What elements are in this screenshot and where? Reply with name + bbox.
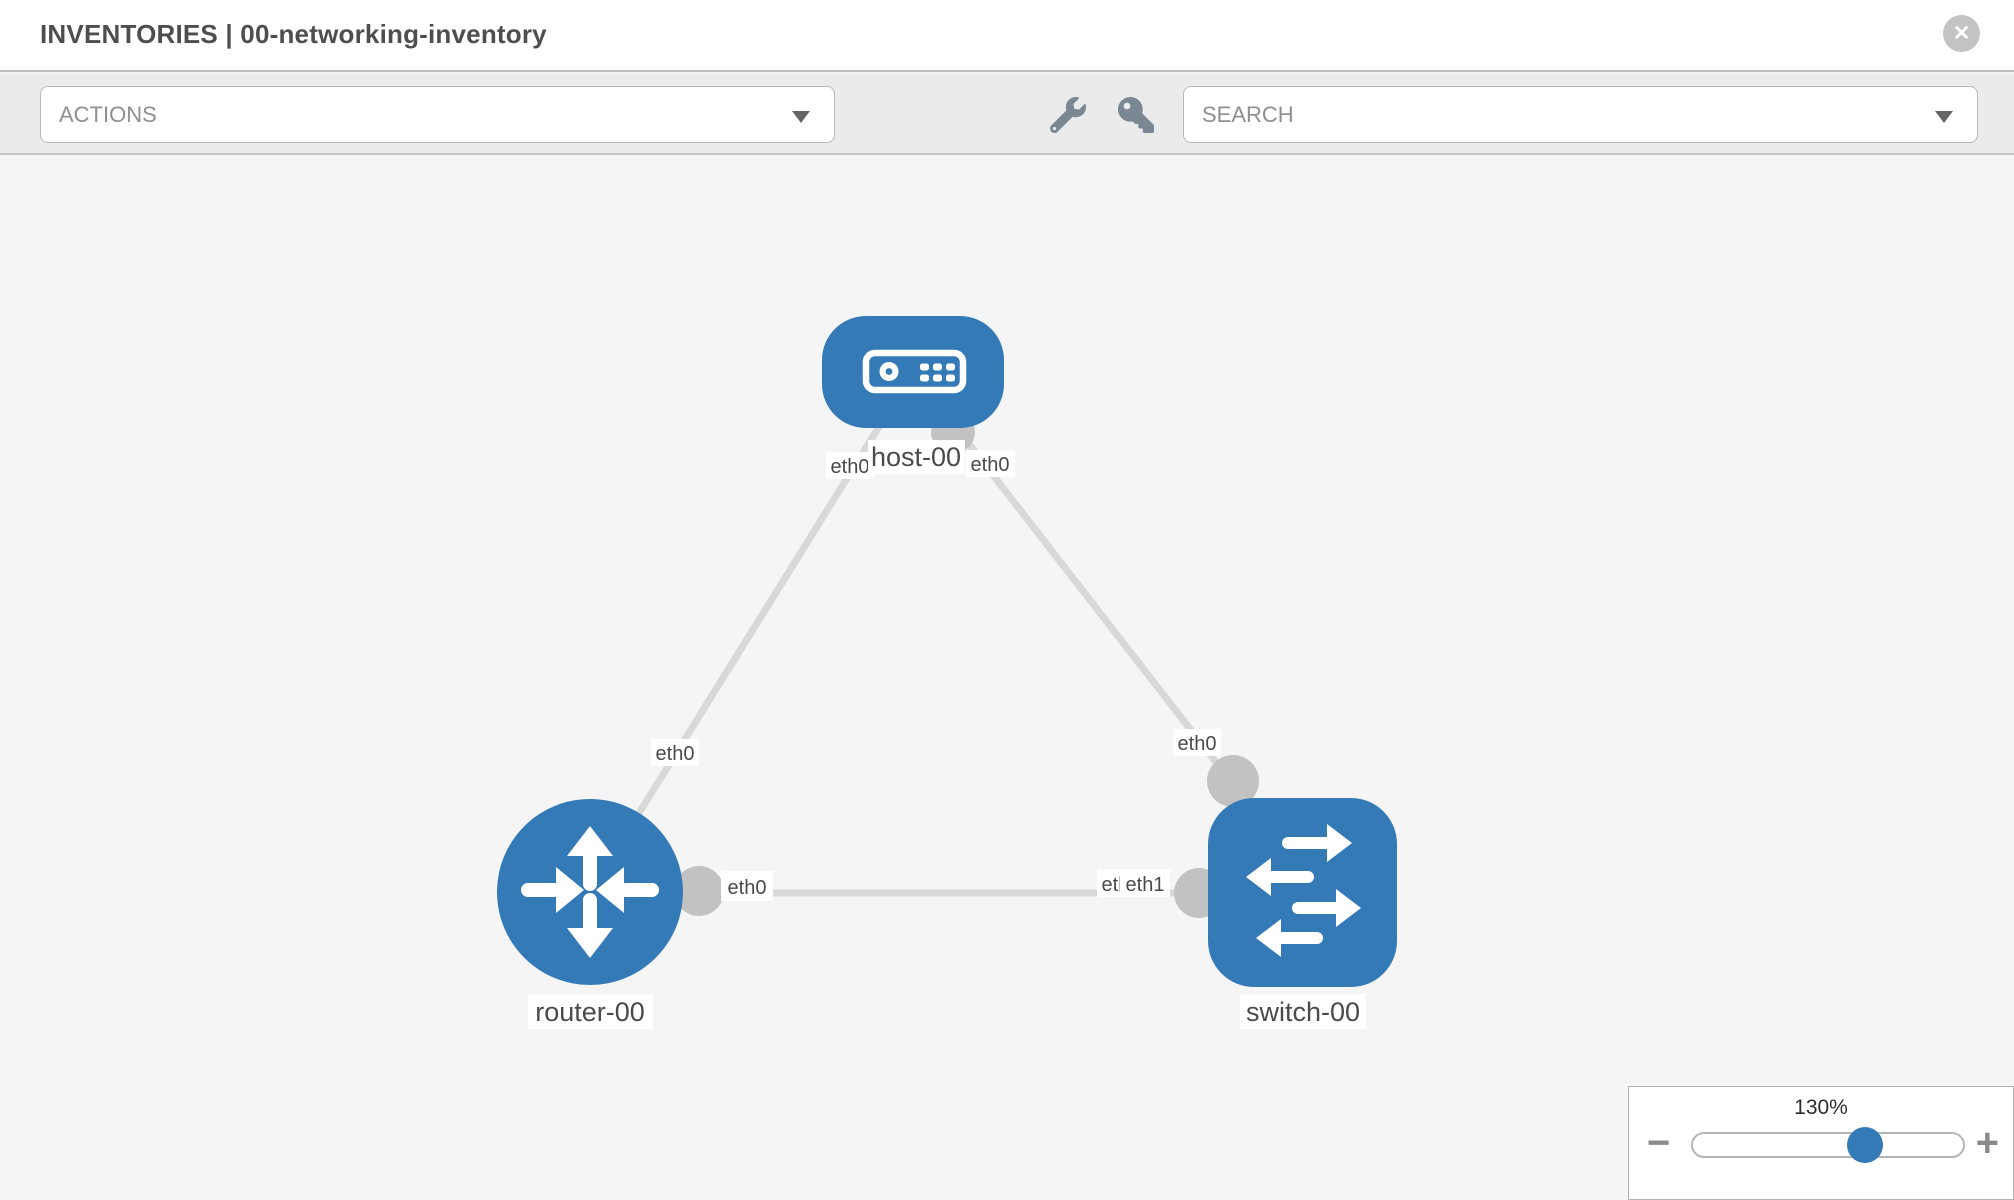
if-chip bbox=[1120, 869, 1170, 897]
node-labels: host-00 router-00 switch-00 bbox=[528, 440, 1366, 1029]
if-chip bbox=[1173, 729, 1221, 756]
interface-dot-switch-top bbox=[1207, 755, 1259, 807]
search-dropdown-label: SEARCH bbox=[1202, 101, 1294, 127]
node-label-chip bbox=[868, 440, 965, 474]
close-icon: ✕ bbox=[1952, 22, 1971, 45]
node-label-chip bbox=[1240, 994, 1366, 1029]
chevron-down-icon bbox=[792, 111, 810, 123]
if-chip bbox=[966, 450, 1015, 477]
host-icon bbox=[862, 349, 967, 394]
interface-labels: eth0 eth0 eth0 eth0 eth0 eth0 eth1 bbox=[651, 450, 1221, 901]
minus-icon: − bbox=[1647, 1121, 1671, 1165]
zoom-slider[interactable] bbox=[1691, 1127, 1965, 1163]
zoom-level-label: 130% bbox=[1794, 1096, 1848, 1119]
toolbar: ACTIONS SEARCH bbox=[0, 74, 2014, 155]
zoom-slider-handle[interactable] bbox=[1847, 1127, 1883, 1163]
if-label: eth0 bbox=[971, 454, 1010, 476]
zoom-out-button[interactable]: − bbox=[1647, 1123, 1670, 1163]
close-button[interactable]: ✕ bbox=[1943, 15, 1980, 52]
configure-button[interactable] bbox=[1049, 97, 1088, 135]
node-host[interactable] bbox=[822, 316, 1004, 428]
if-label: eth0 bbox=[728, 877, 767, 899]
if-chip bbox=[721, 871, 773, 901]
zoom-in-button[interactable]: + bbox=[1976, 1123, 1999, 1163]
actions-dropdown[interactable]: ACTIONS bbox=[40, 86, 835, 143]
topology-svg: eth0 eth0 eth0 eth0 eth0 eth0 eth1 host-… bbox=[497, 316, 1397, 1029]
node-label-host: host-00 bbox=[871, 442, 961, 472]
actions-dropdown-label: ACTIONS bbox=[59, 101, 157, 127]
if-label: eth0 bbox=[831, 456, 870, 478]
page-title: INVENTORIES | 00-networking-inventory bbox=[40, 19, 547, 49]
plus-icon: + bbox=[1975, 1121, 1999, 1165]
node-label-chip bbox=[528, 994, 653, 1029]
search-dropdown[interactable]: SEARCH bbox=[1183, 86, 1978, 143]
router-icon bbox=[521, 826, 659, 958]
key-icon bbox=[1118, 97, 1154, 133]
if-label: eth0 bbox=[1178, 733, 1217, 755]
node-label-switch: switch-00 bbox=[1246, 997, 1360, 1027]
zoom-control-panel: 130% − + bbox=[1628, 1086, 2014, 1200]
if-label: eth1 bbox=[1126, 874, 1165, 896]
if-chip bbox=[826, 452, 874, 479]
switch-icon bbox=[1246, 824, 1361, 957]
interface-dot-router bbox=[674, 866, 724, 916]
credentials-button[interactable] bbox=[1118, 97, 1156, 135]
node-label-router: router-00 bbox=[535, 997, 645, 1027]
if-label: eth0 bbox=[656, 743, 695, 765]
wrench-icon bbox=[1049, 97, 1086, 134]
topology-canvas: eth0 eth0 eth0 eth0 eth0 eth0 eth1 host-… bbox=[0, 157, 2014, 1200]
node-router[interactable] bbox=[497, 799, 683, 985]
if-chip bbox=[651, 739, 699, 766]
chevron-down-icon bbox=[1935, 111, 1953, 123]
header: INVENTORIES | 00-networking-inventory ✕ bbox=[0, 0, 2014, 72]
node-switch[interactable] bbox=[1208, 798, 1397, 987]
